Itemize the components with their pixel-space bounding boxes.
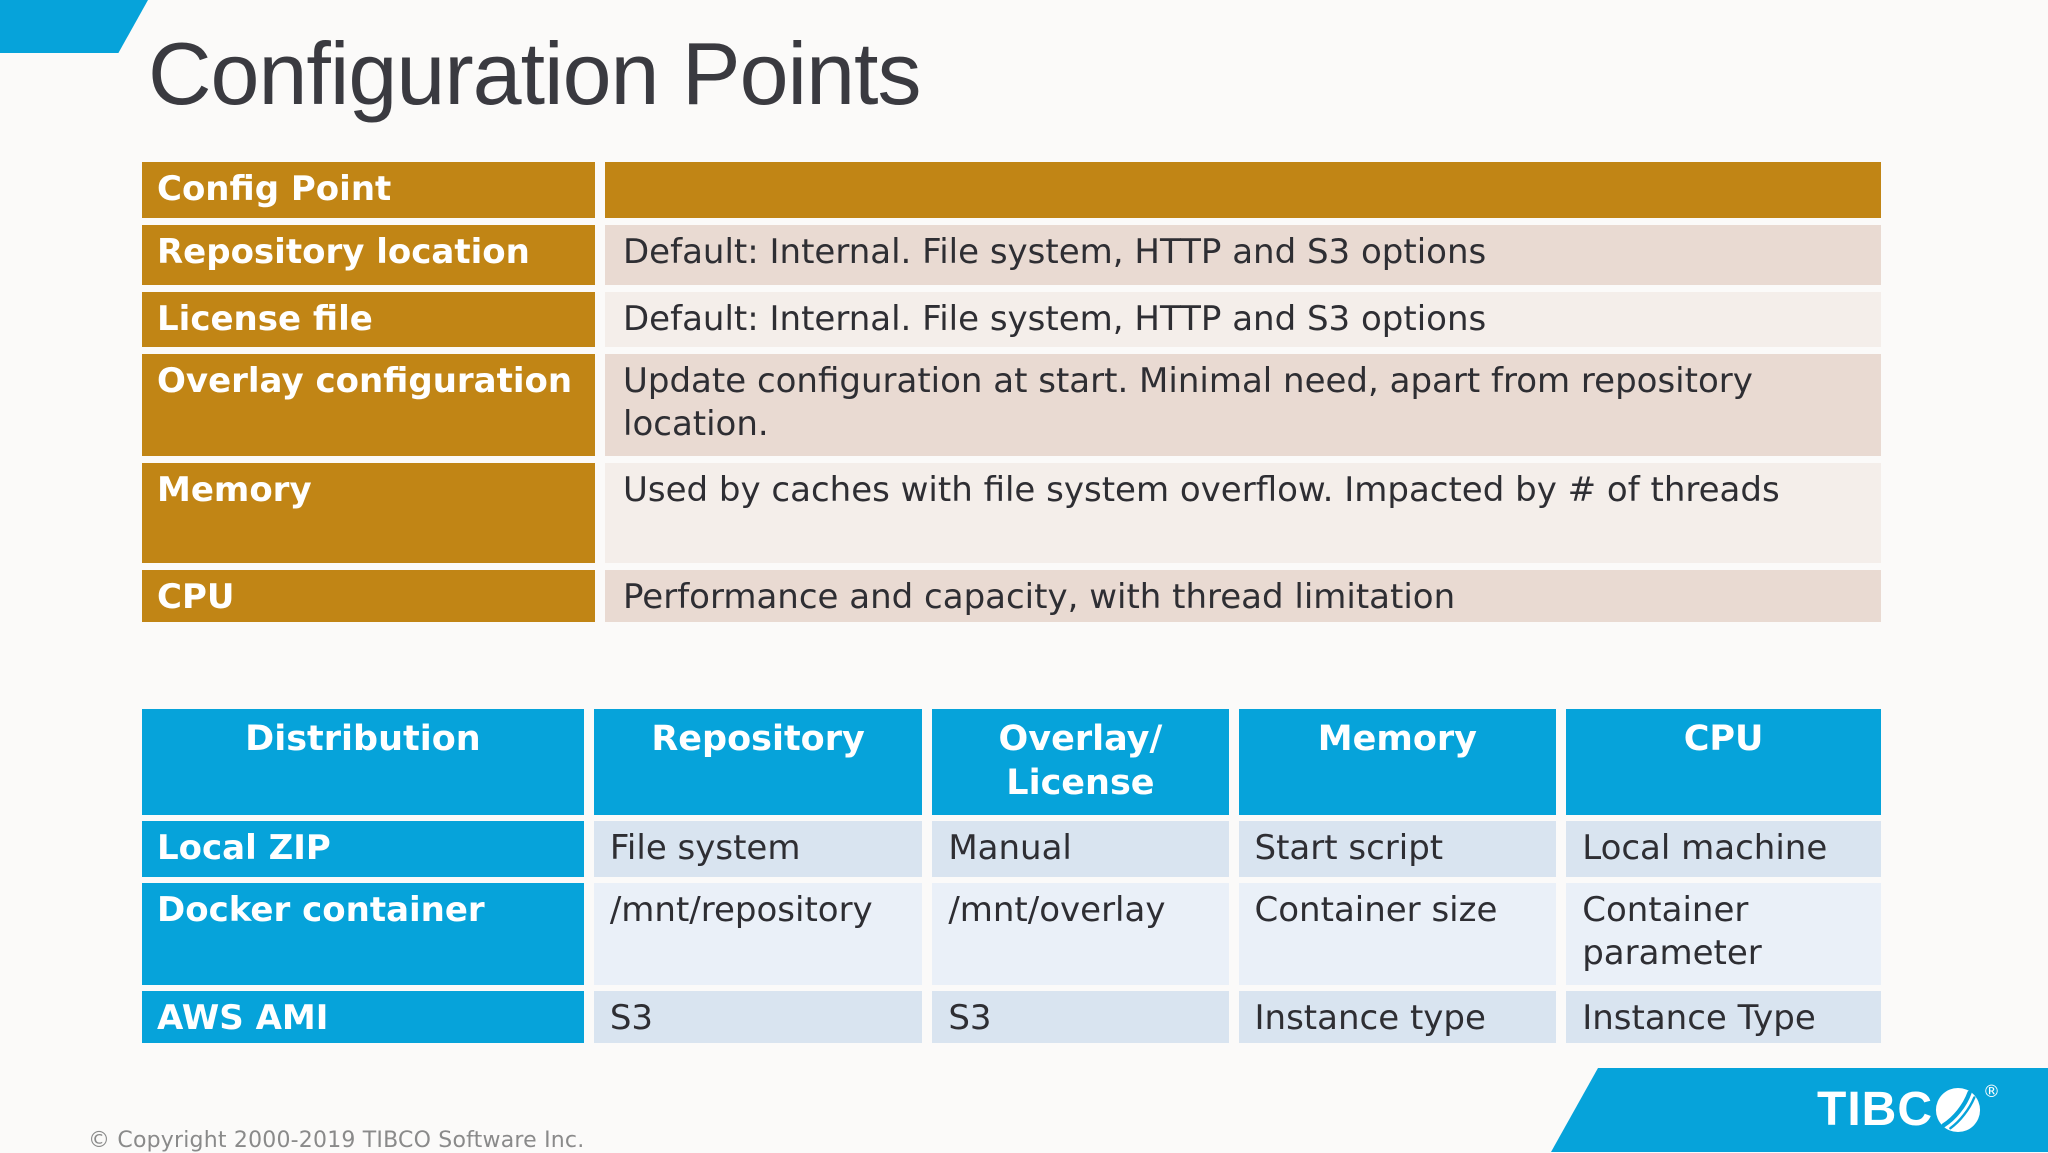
distribution-cell: Container parameter xyxy=(1566,883,1881,985)
registered-trademark-symbol: ® xyxy=(1983,1082,2000,1102)
config-row-label: License file xyxy=(142,292,595,347)
distribution-column-header: Distribution xyxy=(142,709,584,815)
copyright-text: © Copyright 2000-2019 TIBCO Software Inc… xyxy=(88,1128,585,1153)
distribution-cell: Instance Type xyxy=(1566,991,1881,1043)
corner-accent-shape xyxy=(0,0,148,53)
config-row-value: Default: Internal. File system, HTTP and… xyxy=(605,292,1881,347)
distribution-column-header: CPU xyxy=(1566,709,1881,815)
distribution-cell: /mnt/repository xyxy=(593,883,923,985)
distribution-cell: File system xyxy=(593,821,923,877)
config-row-value: Performance and capacity, with thread li… xyxy=(605,570,1881,622)
distribution-row-label: AWS AMI xyxy=(142,991,584,1043)
distribution-cell: Start script xyxy=(1238,821,1557,877)
distribution-row-label: Docker container xyxy=(142,883,584,985)
distribution-cell: S3 xyxy=(593,991,923,1043)
distribution-cell: Instance type xyxy=(1238,991,1557,1043)
config-row-value: Update configuration at start. Minimal n… xyxy=(605,354,1881,456)
config-table-header-label: Config Point xyxy=(142,162,595,218)
distribution-cell: S3 xyxy=(932,991,1229,1043)
distribution-column-header: Repository xyxy=(593,709,923,815)
distribution-cell: Local machine xyxy=(1566,821,1881,877)
config-row-value: Default: Internal. File system, HTTP and… xyxy=(605,225,1881,285)
tibco-wordmark-text: TIBC xyxy=(1817,1083,1933,1136)
page-title: Configuration Points xyxy=(148,24,921,123)
config-row-label: Overlay configuration xyxy=(142,354,595,456)
tibco-swoosh-icon xyxy=(1935,1087,1981,1133)
tibco-logo: TIBC ® xyxy=(1817,1082,2000,1136)
distribution-cell: Manual xyxy=(932,821,1229,877)
distribution-row-label: Local ZIP xyxy=(142,821,584,877)
brand-ribbon: TIBC ® xyxy=(1551,1068,2048,1152)
distribution-cell: /mnt/overlay xyxy=(932,883,1229,985)
config-row-label: Memory xyxy=(142,463,595,563)
config-row-value: Used by caches with file system overflow… xyxy=(605,463,1881,563)
distribution-cell: Container size xyxy=(1238,883,1557,985)
config-row-label: Repository location xyxy=(142,225,595,285)
distribution-column-header: Memory xyxy=(1238,709,1557,815)
distribution-table: Distribution Repository Overlay/ License… xyxy=(142,709,1881,1043)
config-row-label: CPU xyxy=(142,570,595,622)
distribution-column-header: Overlay/ License xyxy=(932,709,1229,815)
config-points-table: Config Point Repository location Default… xyxy=(142,162,1881,622)
config-table-header-value-cell xyxy=(605,162,1881,218)
